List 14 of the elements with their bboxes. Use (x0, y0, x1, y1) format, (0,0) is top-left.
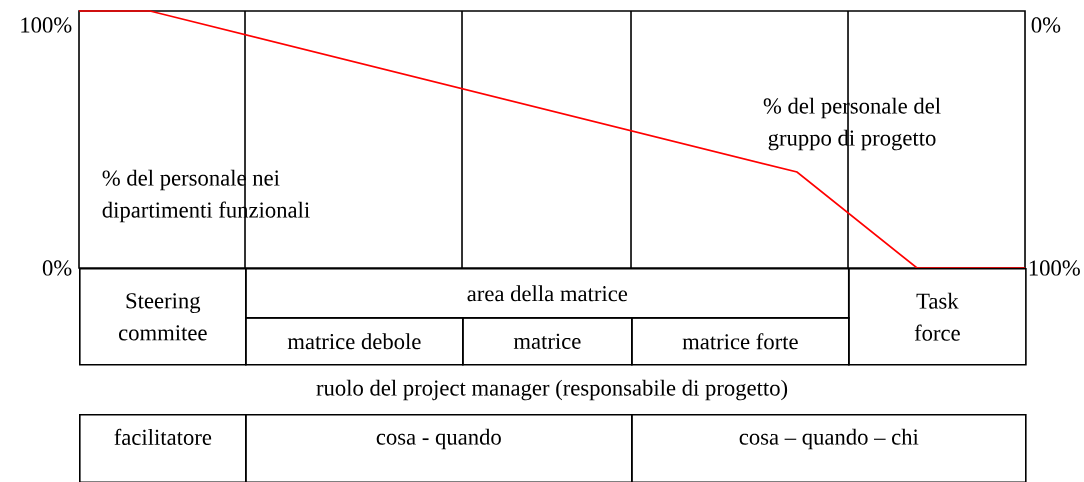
role-cell: cosa – quando – chi (631, 414, 1027, 482)
table-cell: matrice forte (631, 317, 850, 366)
table-cell: matrice (462, 317, 633, 366)
axis-label: 100% (1029, 260, 1080, 276)
caption-text: ruolo del project manager (responsabile di progetto) (316, 379, 788, 401)
axis-label: 100% (21, 17, 72, 33)
role-cell: facilitatore (79, 414, 247, 482)
axis-label: 0% (42, 260, 72, 276)
role-cell: cosa - quando (245, 414, 633, 482)
table-cell: area della matrice (245, 268, 850, 319)
table-cell: Task force (848, 268, 1027, 366)
axis-label: 0% (1031, 17, 1061, 33)
table-cell: Steering commitee (79, 268, 247, 366)
table-cell: matrice debole (245, 317, 464, 366)
